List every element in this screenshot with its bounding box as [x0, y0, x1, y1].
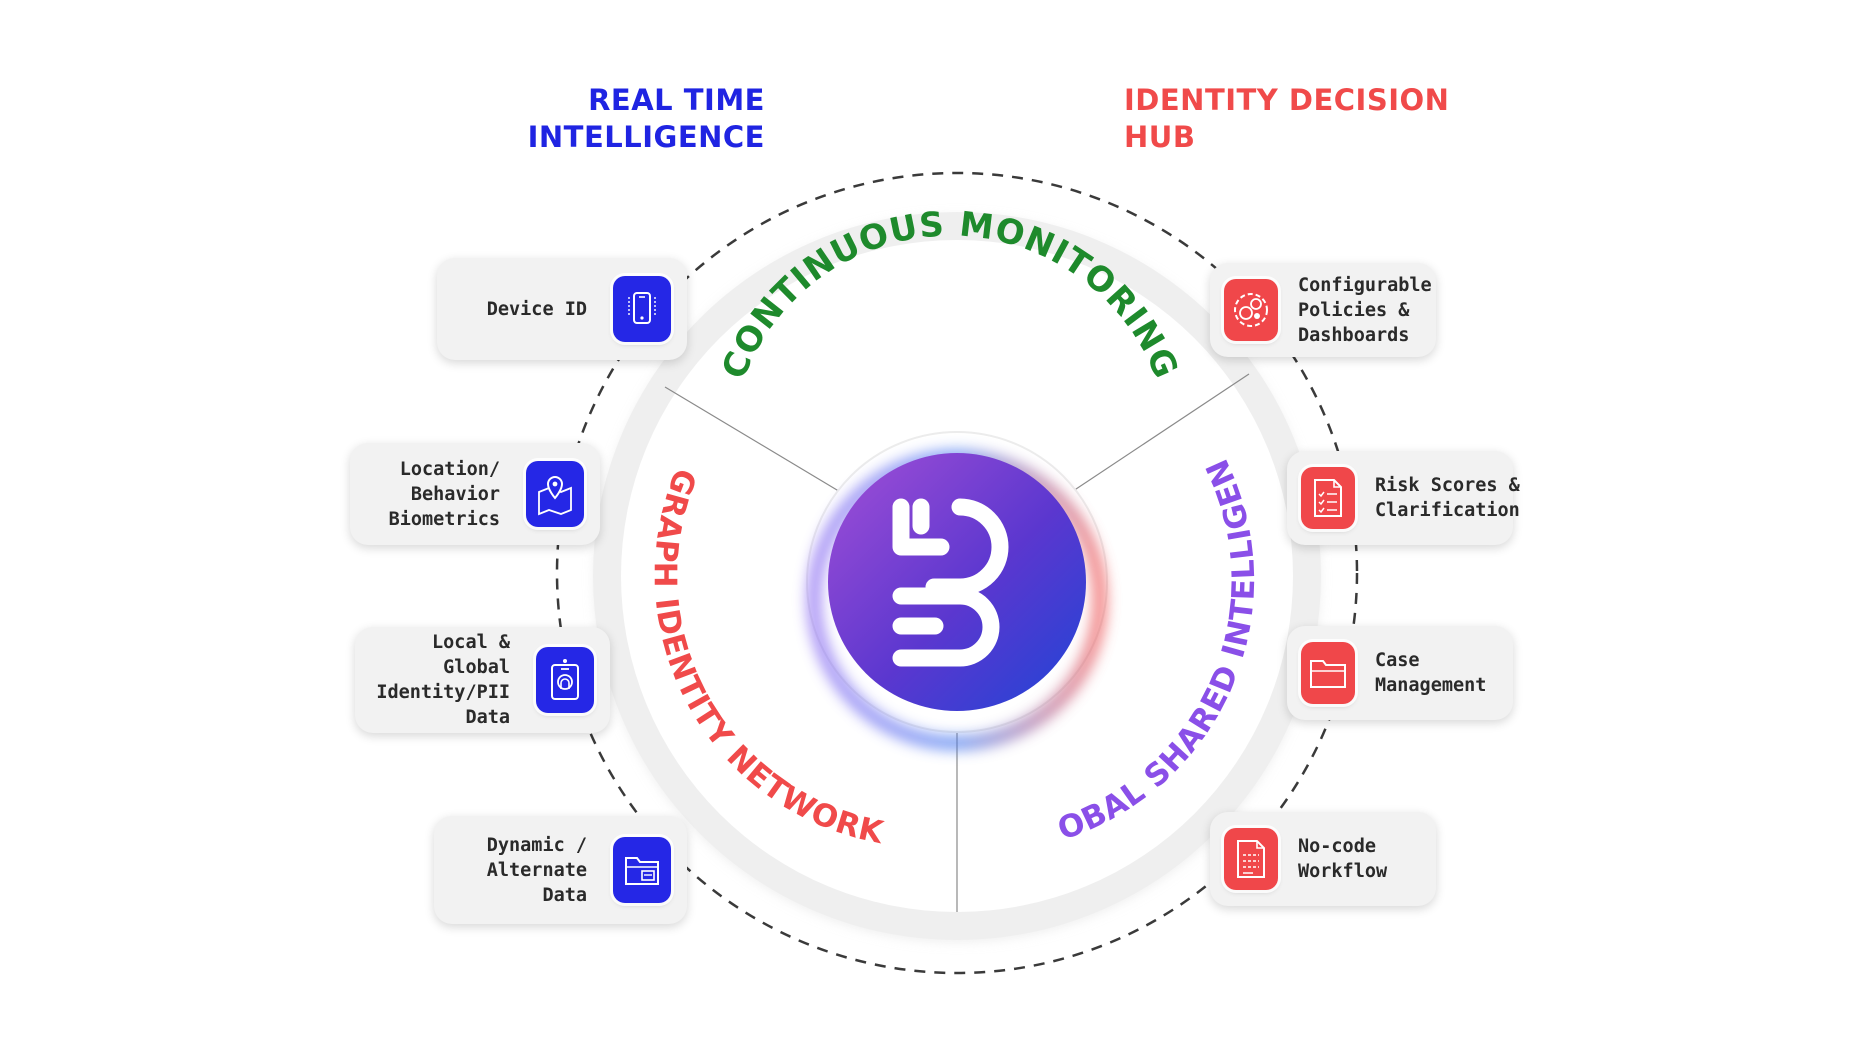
- open-folder-icon: [1301, 642, 1355, 704]
- card-label-line: Device ID: [486, 298, 587, 320]
- outer-dashed-ring: [555, 171, 1359, 975]
- smartphone-icon: [613, 276, 671, 342]
- card-label-line: Data: [542, 884, 587, 906]
- configurable-policies-card: Configurable Policies & Dashboards: [1210, 263, 1436, 357]
- card-label-line: Case: [1375, 650, 1420, 671]
- real-time-intelligence-heading: REAL TIME INTELLIGENCE: [528, 82, 765, 156]
- map-pin-icon: [526, 461, 584, 527]
- heading-line: IDENTITY DECISION: [1124, 83, 1450, 117]
- card-label-line: Management: [1375, 675, 1487, 696]
- card-label: Device ID: [487, 297, 587, 322]
- no-code-workflow-card: No-code Workflow: [1210, 812, 1436, 906]
- card-label-line: Alternate: [486, 859, 587, 881]
- card-label: Risk Scores & Clarification: [1375, 473, 1520, 523]
- card-label: No-code Workflow: [1298, 834, 1387, 884]
- card-label-line: Dynamic /: [486, 834, 587, 856]
- case-management-card: Case Management: [1287, 626, 1513, 720]
- brand-logo-icon: [892, 498, 1009, 667]
- identity-decision-hub-heading: IDENTITY DECISION HUB: [1124, 82, 1449, 156]
- divider-line: [1051, 373, 1250, 506]
- heading-line: REAL TIME: [588, 83, 765, 117]
- checklist-document-icon: [1301, 467, 1355, 529]
- card-label-line: Local &: [432, 632, 510, 653]
- card-label-line: Risk Scores &: [1375, 475, 1520, 496]
- card-label-line: Global: [443, 657, 510, 678]
- card-label-line: Behavior: [410, 483, 500, 505]
- document-lines-icon: [1224, 828, 1278, 890]
- card-label: Dynamic / Alternate Data: [487, 833, 587, 908]
- card-label-line: Data: [465, 707, 510, 728]
- card-label-line: No-code: [1298, 836, 1376, 857]
- card-label-line: Policies &: [1298, 299, 1410, 321]
- card-label-line: Dashboards: [1298, 324, 1410, 346]
- card-label-line: Workflow: [1298, 861, 1388, 882]
- heading-line: HUB: [1124, 120, 1196, 154]
- divider-line: [664, 386, 863, 506]
- card-label-line: Clarification: [1375, 500, 1520, 521]
- identity-pii-data-card: Local & Global Identity/PII Data: [355, 627, 610, 733]
- heading-line: INTELLIGENCE: [527, 120, 765, 154]
- card-label: Local & Global Identity/PII Data: [376, 630, 510, 730]
- card-label-line: Configurable: [1298, 274, 1432, 296]
- device-id-card: Device ID: [437, 258, 687, 360]
- card-label-line: Location/: [399, 458, 500, 480]
- card-label: Location/ Behavior Biometrics: [389, 457, 500, 532]
- card-label: Case Management: [1375, 648, 1486, 698]
- folder-data-icon: [613, 837, 671, 903]
- risk-scores-card: Risk Scores & Clarification: [1287, 451, 1520, 545]
- dynamic-alternate-data-card: Dynamic / Alternate Data: [434, 816, 687, 924]
- card-label-line: Biometrics: [388, 508, 500, 530]
- gears-icon: [1224, 279, 1278, 341]
- card-label: Configurable Policies & Dashboards: [1298, 273, 1432, 348]
- id-badge-icon: [536, 647, 594, 713]
- card-label-line: Identity/PII: [376, 682, 510, 703]
- location-behavior-biometrics-card: Location/ Behavior Biometrics: [350, 443, 600, 545]
